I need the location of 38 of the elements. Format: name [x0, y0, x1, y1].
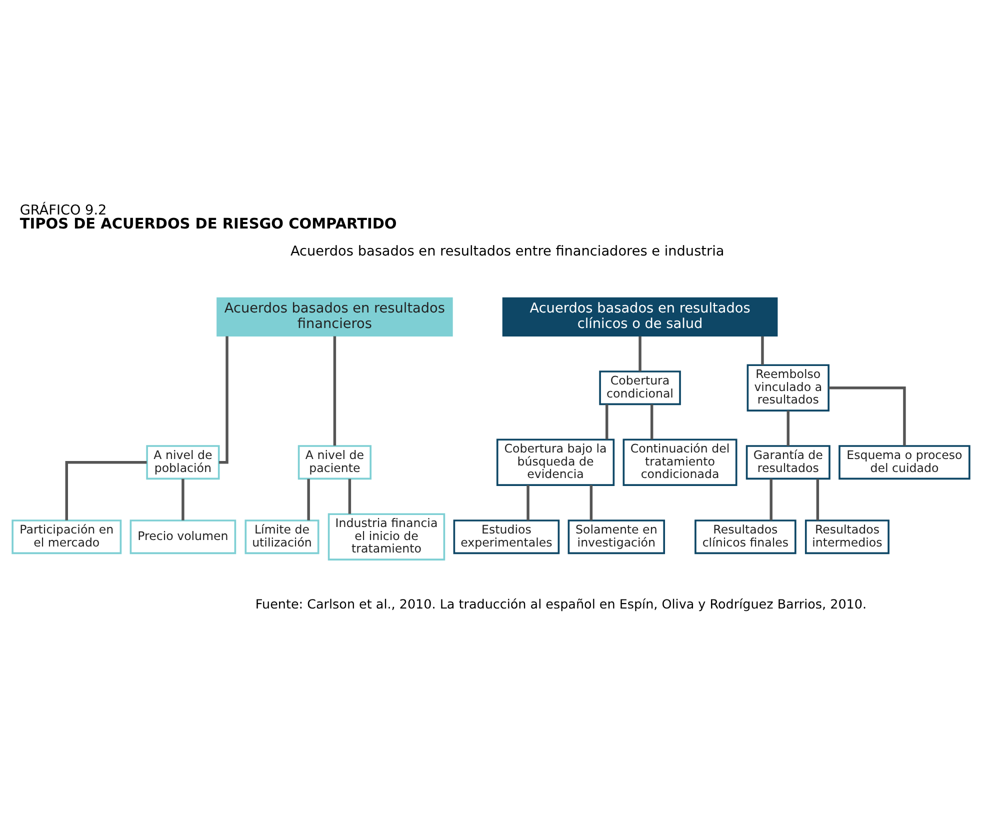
connector — [526, 485, 530, 520]
connector — [65, 460, 147, 520]
connector — [606, 404, 608, 440]
node-box: Garantía de resultados — [746, 445, 830, 480]
node-box: Precio volumen — [130, 520, 236, 554]
node-box: Reembolso vinculado a resultados — [746, 364, 830, 412]
node-box: Acuerdos basados en resultados clínicos o de salud — [502, 297, 778, 336]
label: Acuerdos basados en resultados entre financiadores e industria — [290, 244, 724, 260]
node-box: Resultados intermedios — [804, 520, 890, 554]
connector — [828, 386, 906, 446]
caption: Fuente: Carlson et al., 2010. La traducción al español en Espín, Oliva y Rodríguez Barrios, 2010. — [255, 596, 867, 612]
connector — [182, 478, 184, 520]
node-box: Cobertura condicional — [599, 370, 681, 406]
node-box: Industria financia el inicio de tratamiento — [328, 513, 446, 560]
node-box: Participación en el mercado — [12, 520, 122, 554]
node-box: Límite de utilización — [244, 520, 320, 554]
connector — [816, 478, 820, 520]
connector — [770, 478, 772, 520]
node-box: Esquema o proceso del cuidado — [838, 445, 970, 480]
label: GRÁFICO 9.2 — [20, 202, 107, 218]
node-box: Solamente en investigación — [568, 520, 666, 554]
diagram-title: TIPOS DE ACUERDOS DE RIESGO COMPARTIDO — [20, 216, 397, 233]
connector — [218, 336, 228, 464]
connector — [650, 404, 654, 440]
node-box: Cobertura bajo la búsqueda de evidencia — [496, 438, 615, 486]
node-box: Acuerdos basados en resultados financieros — [216, 297, 453, 336]
connector — [307, 478, 310, 520]
node-box: A nivel de población — [146, 445, 220, 480]
connector — [761, 336, 764, 365]
node-box: Resultados clínicos finales — [694, 520, 796, 554]
connector — [638, 336, 642, 372]
node-box: Estudios experimentales — [453, 520, 560, 554]
connector — [786, 410, 790, 446]
connector — [333, 336, 336, 446]
connector — [348, 478, 352, 514]
connector — [590, 485, 593, 520]
node-box: Continuación del tratamiento condicionada — [622, 438, 738, 486]
node-box: A nivel de paciente — [298, 445, 372, 480]
